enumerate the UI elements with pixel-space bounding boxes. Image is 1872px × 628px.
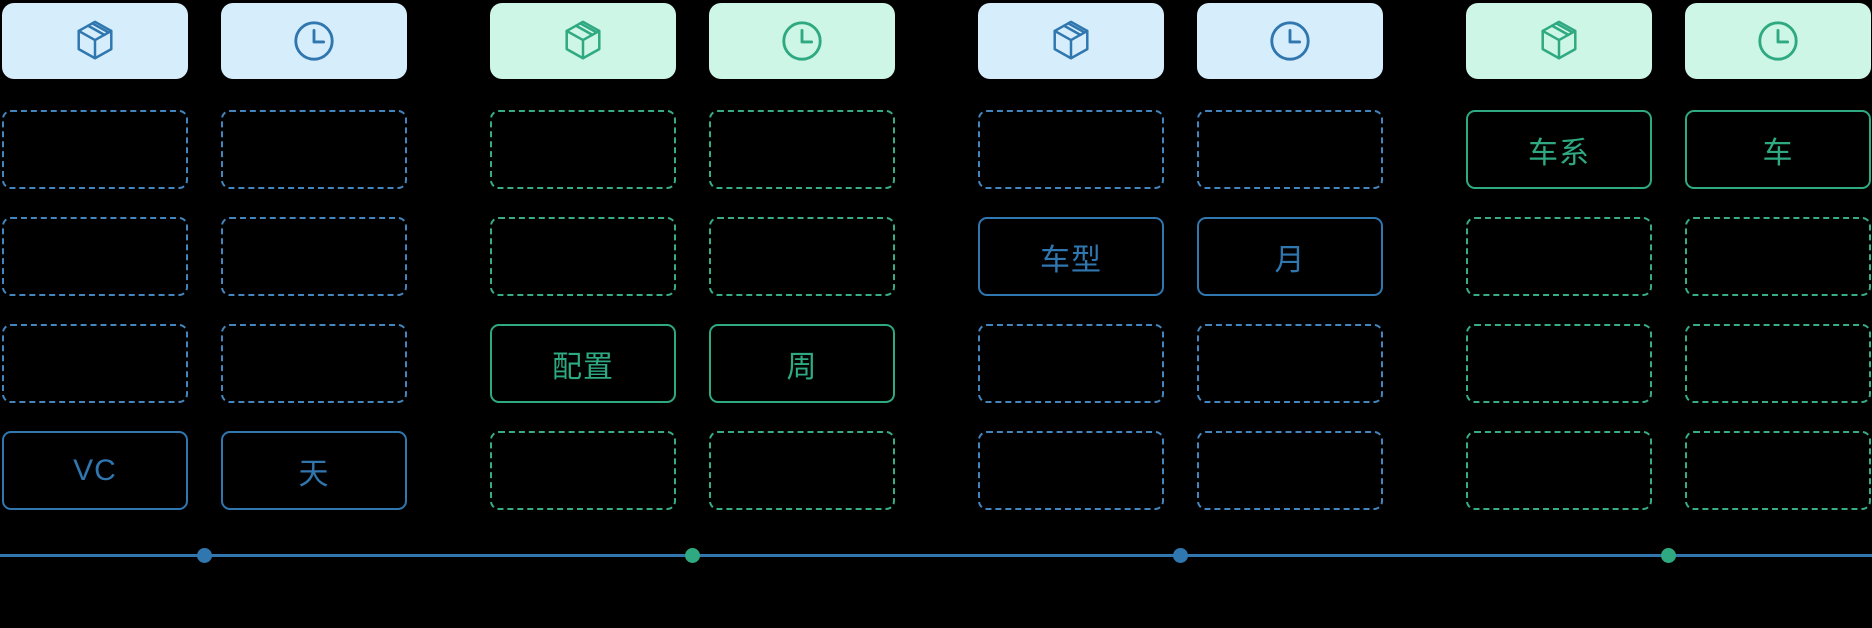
placeholder-box (1197, 324, 1383, 403)
placeholder-box (2, 324, 188, 403)
placeholder-box (978, 110, 1164, 189)
column-header (221, 3, 407, 79)
column-header (978, 3, 1164, 79)
entity-column: VC (2, 0, 188, 520)
placeholder-box (709, 431, 895, 510)
package-icon (1053, 20, 1089, 60)
placeholder-box (490, 217, 676, 296)
clock-icon (294, 21, 334, 61)
placeholder-box (1197, 431, 1383, 510)
placeholder-box (1685, 324, 1871, 403)
package-icon (1541, 20, 1577, 60)
package-icon (565, 20, 601, 60)
placeholder-box (221, 110, 407, 189)
dimension-box: 车 (1685, 110, 1871, 189)
timeline-dot (196, 548, 212, 563)
granularity-group: 配置 周 (488, 0, 896, 628)
dimension-box: 天 (221, 431, 407, 510)
dimension-box: 配置 (490, 324, 676, 403)
placeholder-box (1685, 217, 1871, 296)
time-column: 月 (1197, 0, 1383, 520)
placeholder-box (1466, 324, 1652, 403)
placeholder-box (490, 110, 676, 189)
placeholder-box (978, 431, 1164, 510)
column-header (1197, 3, 1383, 79)
clock-icon (782, 21, 822, 61)
time-column: 车 (1685, 0, 1871, 520)
timeline-axis (0, 554, 1872, 557)
column-header (709, 3, 895, 79)
dimension-box: 月 (1197, 217, 1383, 296)
granularity-group: 车系 车 (1464, 0, 1872, 628)
placeholder-box (1466, 431, 1652, 510)
placeholder-box (709, 217, 895, 296)
timeline-dot (1172, 548, 1188, 563)
placeholder-box (1685, 431, 1871, 510)
entity-column: 车型 (978, 0, 1164, 520)
dimension-box: 车系 (1466, 110, 1652, 189)
entity-column: 车系 (1466, 0, 1652, 520)
placeholder-box (221, 217, 407, 296)
granularity-group: 车型 月 (976, 0, 1384, 628)
clock-icon (1270, 21, 1310, 61)
column-header (1685, 3, 1871, 79)
column-header (490, 3, 676, 79)
dimension-box: 车型 (978, 217, 1164, 296)
column-header (2, 3, 188, 79)
timeline-dot (684, 548, 700, 563)
package-icon (77, 20, 113, 60)
timeline-dot (1660, 548, 1676, 563)
placeholder-box (978, 324, 1164, 403)
column-header (1466, 3, 1652, 79)
clock-icon (1758, 21, 1798, 61)
placeholder-box (490, 431, 676, 510)
dimension-box: 周 (709, 324, 895, 403)
placeholder-box (2, 110, 188, 189)
entity-column: 配置 (490, 0, 676, 520)
placeholder-box (2, 217, 188, 296)
time-column: 周 (709, 0, 895, 520)
time-column: 天 (221, 0, 407, 520)
placeholder-box (1466, 217, 1652, 296)
dimension-box: VC (2, 431, 188, 510)
placeholder-box (1197, 110, 1383, 189)
placeholder-box (221, 324, 407, 403)
granularity-group: VC 天 (0, 0, 408, 628)
placeholder-box (709, 110, 895, 189)
